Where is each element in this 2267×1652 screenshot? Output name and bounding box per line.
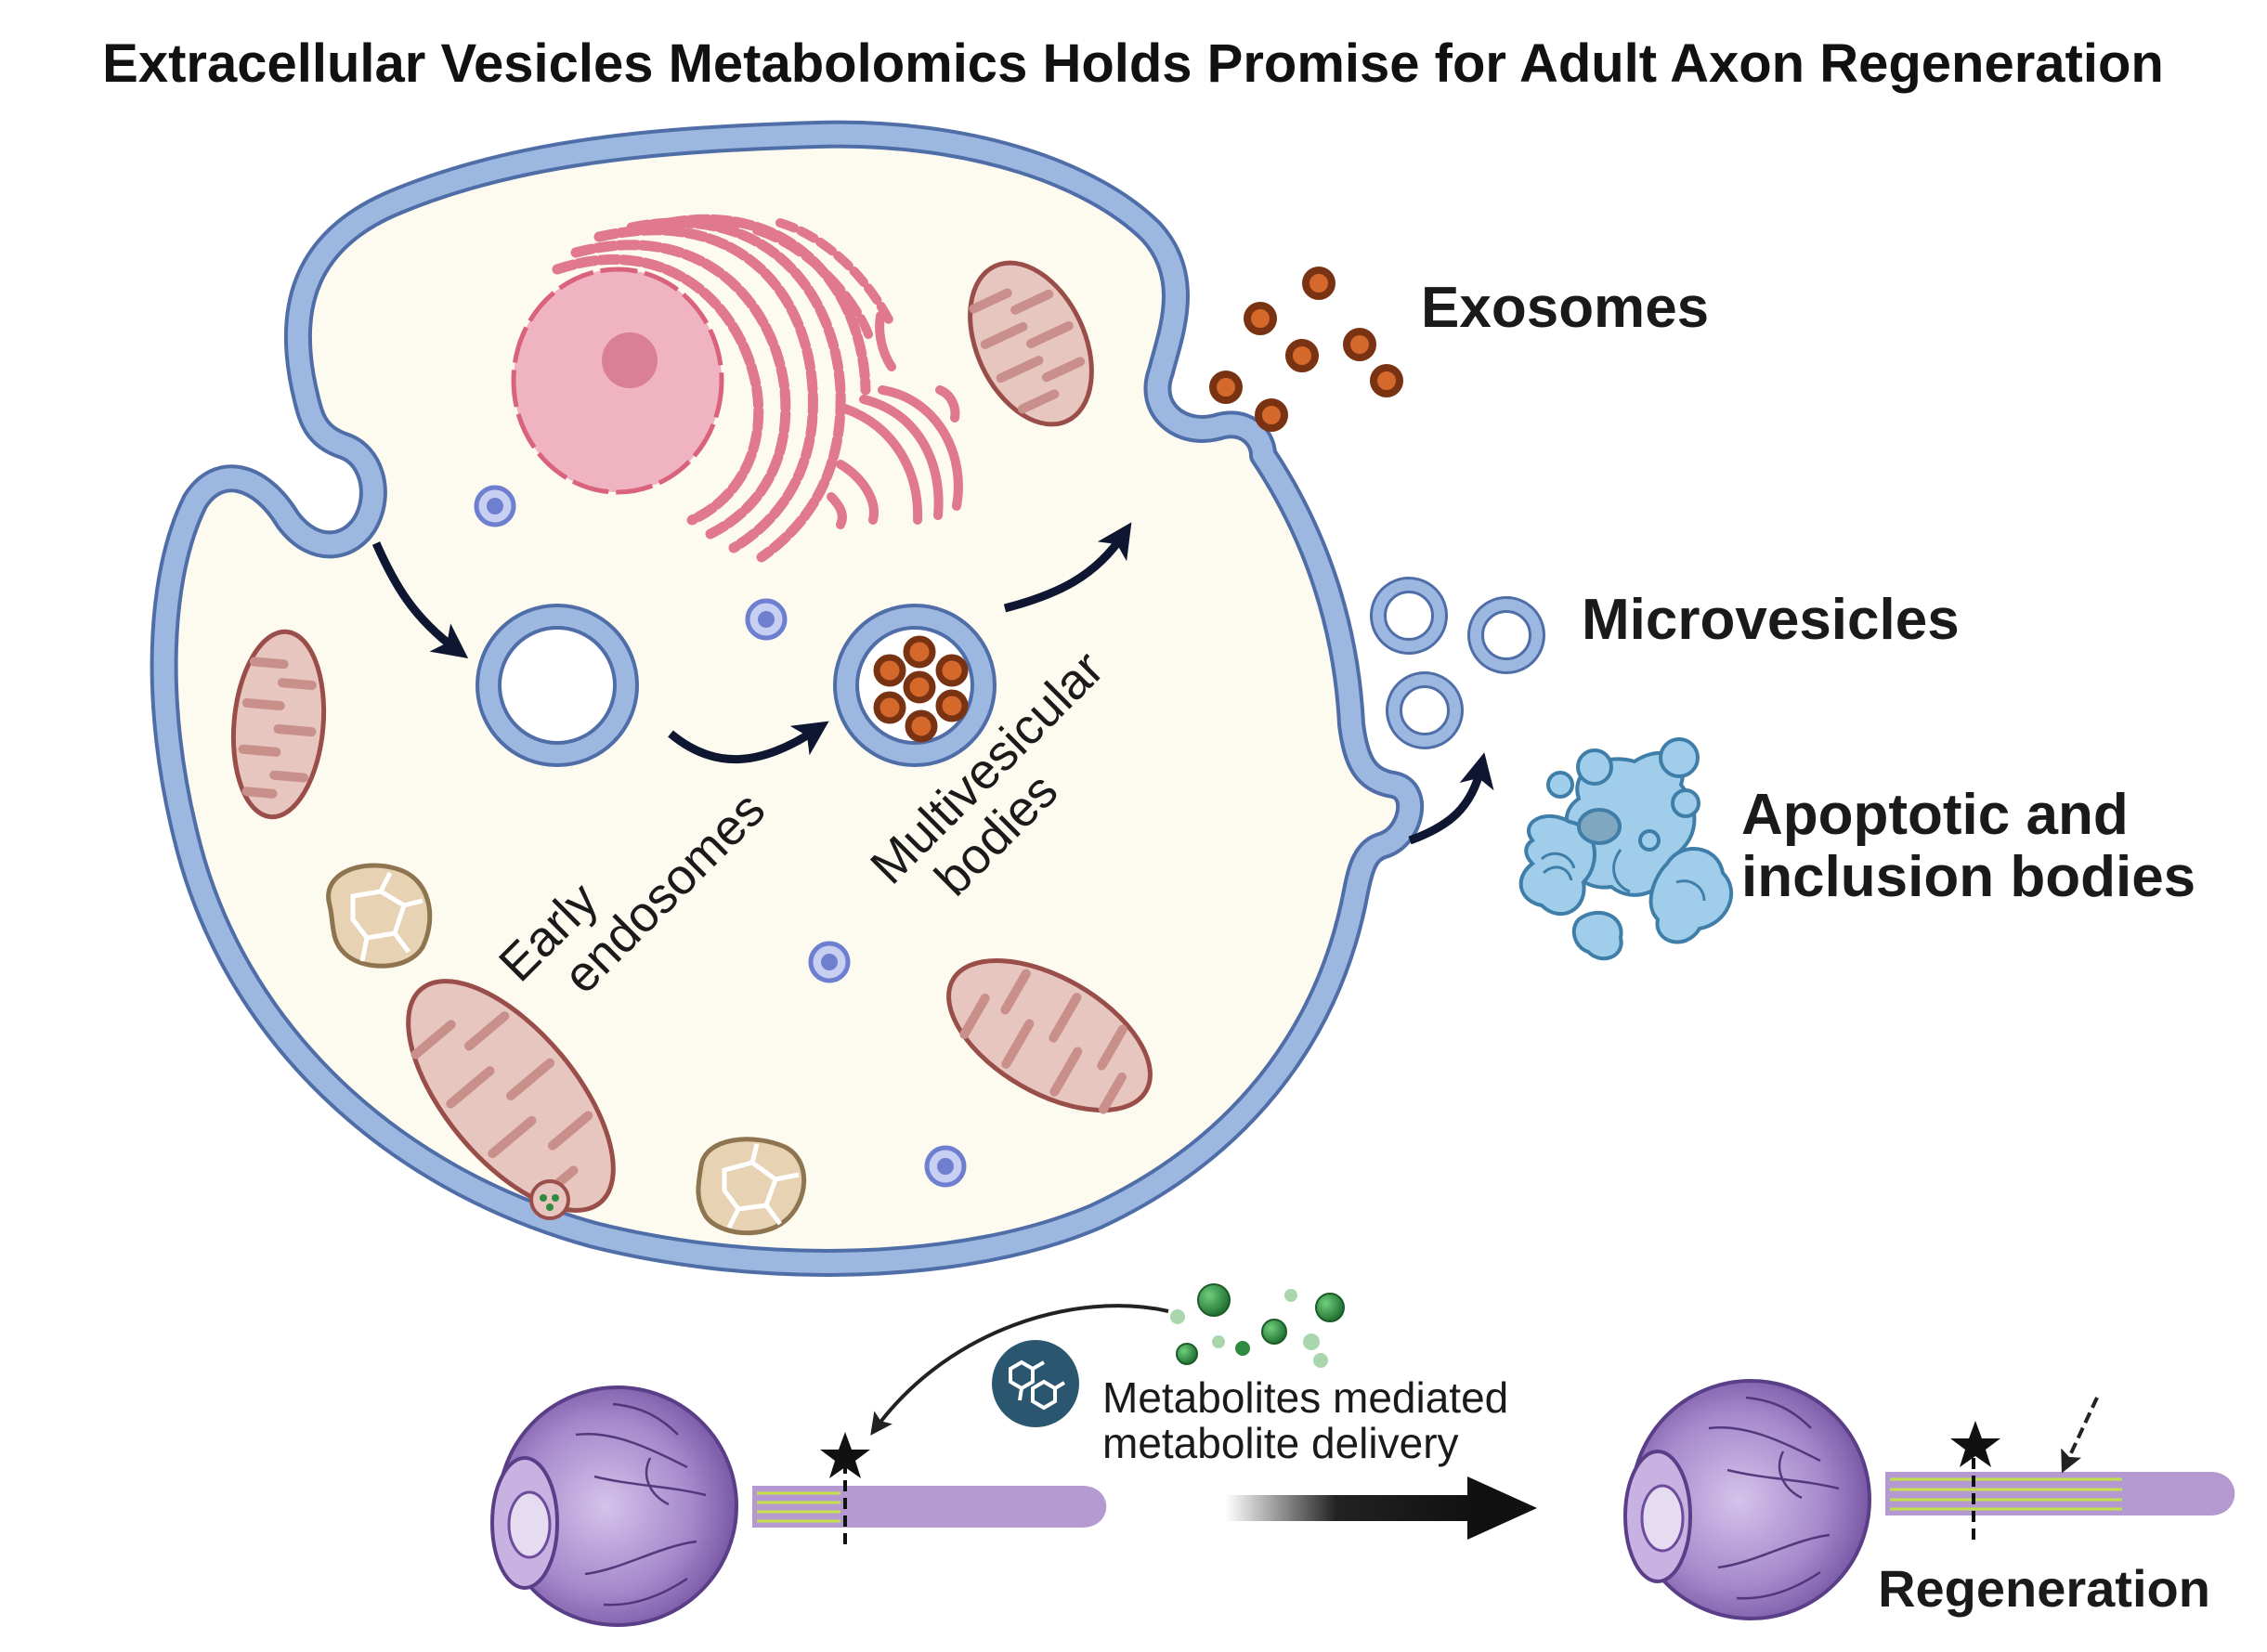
molecule-icon bbox=[992, 1340, 1079, 1427]
mitochondrion-left bbox=[230, 629, 327, 820]
cell: Early endosomes Multivesicular bodies bbox=[150, 120, 1424, 1277]
axon-fibers-injured bbox=[757, 1491, 840, 1523]
label-regeneration: Regeneration bbox=[1878, 1559, 2210, 1618]
label-exosomes: Exosomes bbox=[1421, 276, 1709, 340]
small-vesicle-1 bbox=[474, 485, 516, 527]
mitochondrion-bud bbox=[529, 1179, 570, 1220]
exosomes bbox=[1209, 267, 1403, 432]
intraluminal-vesicles bbox=[873, 635, 969, 743]
axon-fibers-regenerated bbox=[1890, 1477, 2122, 1511]
optic-nerve-injured bbox=[752, 1486, 1107, 1528]
nucleus bbox=[511, 267, 724, 495]
cell-membrane-inner bbox=[153, 124, 1420, 1273]
multivesicular-body bbox=[833, 604, 997, 767]
golgi-apparatus bbox=[752, 218, 963, 529]
arrow-bleb-to-apoptotic bbox=[1408, 752, 1494, 845]
eye-regenerated bbox=[1623, 1379, 2235, 1620]
star-icon bbox=[820, 1432, 870, 1478]
eye-injured bbox=[490, 1385, 1107, 1627]
mitochondrion-bottom-right bbox=[946, 957, 1153, 1114]
early-endosome bbox=[476, 604, 639, 767]
arrow-transition bbox=[1226, 1476, 1537, 1540]
arrow-mvb-to-exosome bbox=[1003, 522, 1132, 613]
lysosome-left bbox=[326, 863, 433, 969]
label-microvesicles: Microvesicles bbox=[1582, 588, 1960, 652]
label-apoptotic-bodies: Apoptotic and inclusion bodies bbox=[1741, 783, 2195, 909]
mitochondrion-top-right bbox=[968, 260, 1094, 427]
metabolites bbox=[1170, 1283, 1345, 1368]
lysosome-bottom bbox=[696, 1137, 807, 1236]
star-icon bbox=[1950, 1421, 2000, 1467]
apoptotic-bodies bbox=[1518, 737, 1734, 961]
label-metabolite-delivery: Metabolites mediated metabolite delivery bbox=[1102, 1373, 1520, 1467]
diagram-title: Extracellular Vesicles Metabolomics Hold… bbox=[102, 33, 2164, 94]
arrow-regrowth-tip bbox=[2061, 1397, 2099, 1474]
arrow-endosome-to-mvb bbox=[668, 721, 829, 763]
small-vesicle-3 bbox=[808, 941, 851, 983]
microvesicles bbox=[1370, 577, 1545, 749]
small-vesicle-4 bbox=[924, 1145, 967, 1188]
small-vesicle-2 bbox=[745, 598, 788, 641]
arrow-endocytosis bbox=[371, 541, 469, 659]
arrow-metabolite-delivery bbox=[870, 1304, 1169, 1436]
mitochondrion-bottom-left bbox=[406, 979, 616, 1213]
